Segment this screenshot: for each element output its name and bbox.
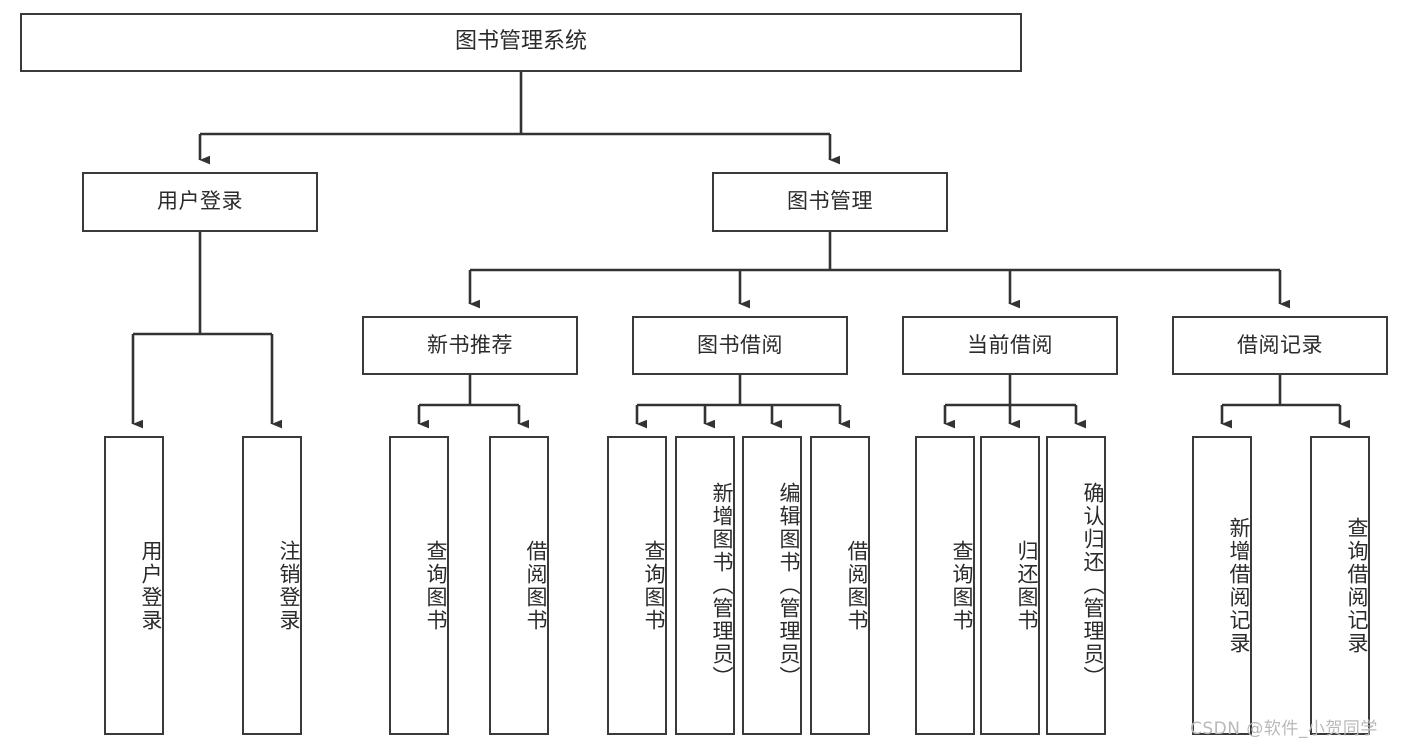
leaf-label: 用户登录 (139, 539, 163, 632)
leaf-confirm-return[interactable]: 确认归还（管理员） (1046, 436, 1106, 735)
leaf-label: 查询图书 (424, 539, 448, 632)
leaf-query-record[interactable]: 查询借阅记录 (1310, 436, 1370, 735)
leaf-add-record[interactable]: 新增借阅记录 (1192, 436, 1252, 735)
node-book-management[interactable]: 图书管理 (712, 172, 948, 232)
leaf-query-book-1[interactable]: 查询图书 (389, 436, 449, 735)
leaf-label: 注销登录 (277, 539, 301, 632)
node-root-system[interactable]: 图书管理系统 (20, 13, 1022, 72)
leaf-add-book[interactable]: 新增图书（管理员） (675, 436, 735, 735)
leaf-label: 新增借阅记录 (1227, 516, 1251, 655)
leaf-borrow-book-2[interactable]: 借阅图书 (810, 436, 870, 735)
leaf-return-book[interactable]: 归还图书 (980, 436, 1040, 735)
node-new-book-recommend[interactable]: 新书推荐 (362, 316, 578, 375)
leaf-label: 查询图书 (642, 539, 666, 632)
leaf-borrow-book-1[interactable]: 借阅图书 (489, 436, 549, 735)
leaf-edit-book[interactable]: 编辑图书（管理员） (742, 436, 802, 735)
node-book-borrow[interactable]: 图书借阅 (632, 316, 848, 375)
leaf-label: 查询图书 (950, 539, 974, 632)
leaf-label: 新增图书（管理员） (710, 482, 734, 689)
leaf-label: 确认归还（管理员） (1081, 482, 1105, 689)
leaf-query-book-2[interactable]: 查询图书 (607, 436, 667, 735)
node-user-login[interactable]: 用户登录 (82, 172, 318, 232)
leaf-label: 编辑图书（管理员） (777, 482, 801, 689)
leaf-logout-login[interactable]: 注销登录 (242, 436, 302, 735)
leaf-user-login[interactable]: 用户登录 (104, 436, 164, 735)
leaf-label: 查询借阅记录 (1345, 516, 1369, 655)
watermark-text: CSDN @软件_小贺同学 (1190, 719, 1378, 739)
leaf-label: 归还图书 (1015, 539, 1039, 632)
leaf-query-book-3[interactable]: 查询图书 (915, 436, 975, 735)
node-current-borrow[interactable]: 当前借阅 (902, 316, 1118, 375)
leaf-label: 借阅图书 (524, 539, 548, 632)
leaf-label: 借阅图书 (845, 539, 869, 632)
node-borrow-record[interactable]: 借阅记录 (1172, 316, 1388, 375)
